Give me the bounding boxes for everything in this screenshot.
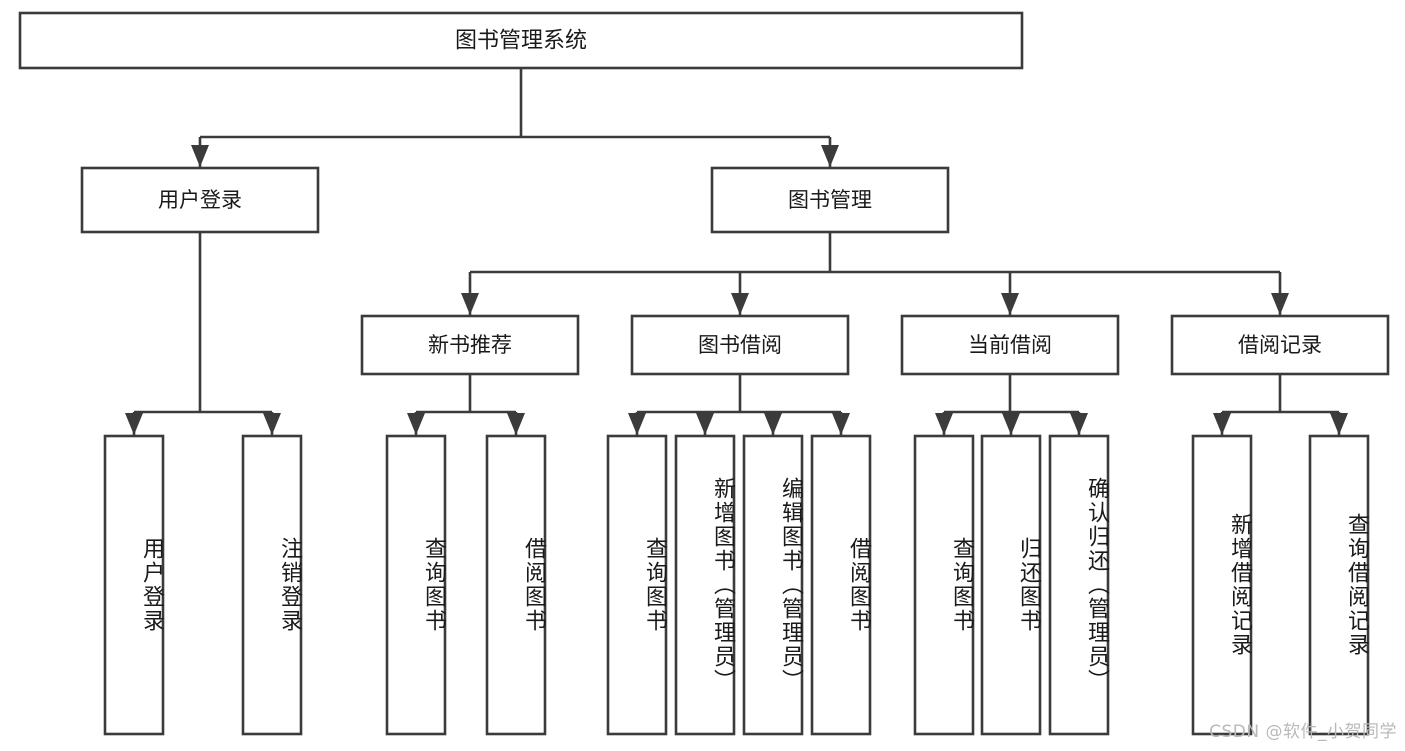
node-new-book-rec[interactable]: 新书推荐 bbox=[360, 314, 580, 376]
arrow-head-icon bbox=[1271, 293, 1289, 315]
node-rect[interactable] bbox=[630, 314, 850, 376]
arrow-head-icon bbox=[1002, 413, 1020, 435]
node-rect[interactable] bbox=[900, 314, 1120, 376]
node-rect[interactable] bbox=[103, 434, 165, 736]
arrow-head-icon bbox=[764, 413, 782, 435]
node-label: 当前借阅 bbox=[968, 333, 1052, 357]
node-rect[interactable] bbox=[1048, 434, 1110, 736]
arrow-head-icon bbox=[507, 413, 525, 435]
arrow-head-icon bbox=[407, 413, 425, 435]
node-rect[interactable] bbox=[742, 434, 804, 736]
node-rect[interactable] bbox=[913, 434, 975, 736]
node-leaf-add-book[interactable] bbox=[674, 434, 736, 736]
node-label: 新书推荐 bbox=[428, 333, 512, 357]
arrow-head-icon bbox=[461, 293, 479, 315]
node-book-borrow[interactable]: 图书借阅 bbox=[630, 314, 850, 376]
node-leaf-query-book-2[interactable] bbox=[606, 434, 668, 736]
node-leaf-query-record[interactable] bbox=[1308, 434, 1370, 736]
arrow-head-icon bbox=[832, 413, 850, 435]
node-rect[interactable] bbox=[80, 166, 320, 234]
arrow-head-icon bbox=[1001, 293, 1019, 315]
arrow-head-icon bbox=[696, 413, 714, 435]
node-label: 图书借阅 bbox=[698, 333, 782, 357]
arrow-head-icon bbox=[821, 145, 839, 167]
arrow-head-icon bbox=[125, 413, 143, 435]
node-rect[interactable] bbox=[980, 434, 1042, 736]
node-leaf-return-book[interactable] bbox=[980, 434, 1042, 736]
arrow-head-icon bbox=[1213, 413, 1231, 435]
node-rect[interactable] bbox=[1170, 314, 1390, 376]
node-leaf-add-record[interactable] bbox=[1191, 434, 1253, 736]
node-root-system[interactable]: 图书管理系统 bbox=[18, 11, 1024, 70]
node-leaf-query-book-3[interactable] bbox=[913, 434, 975, 736]
node-leaf-borrow-book-2[interactable] bbox=[810, 434, 872, 736]
node-leaf-user-login[interactable] bbox=[103, 434, 165, 736]
arrow-head-icon bbox=[935, 413, 953, 435]
watermark-text: CSDN @软件_小贺同学 bbox=[1209, 722, 1397, 742]
node-rect[interactable] bbox=[606, 434, 668, 736]
arrow-head-icon bbox=[191, 145, 209, 167]
node-leaf-edit-book[interactable] bbox=[742, 434, 804, 736]
node-borrow-record[interactable]: 借阅记录 bbox=[1170, 314, 1390, 376]
node-rect[interactable] bbox=[710, 166, 950, 234]
node-label: 图书管理 bbox=[788, 188, 872, 212]
node-rect[interactable] bbox=[18, 11, 1024, 70]
arrow-head-icon bbox=[1070, 413, 1088, 435]
node-rect[interactable] bbox=[385, 434, 447, 736]
node-label: 图书管理系统 bbox=[455, 29, 587, 54]
arrow-head-icon bbox=[731, 293, 749, 315]
arrow-head-icon bbox=[263, 413, 281, 435]
node-leaf-confirm-return[interactable] bbox=[1048, 434, 1110, 736]
arrow-head-icon bbox=[1330, 413, 1348, 435]
node-rect[interactable] bbox=[241, 434, 303, 736]
node-leaf-query-book-1[interactable] bbox=[385, 434, 447, 736]
node-rect[interactable] bbox=[1191, 434, 1253, 736]
node-rect[interactable] bbox=[1308, 434, 1370, 736]
node-leaf-logout[interactable] bbox=[241, 434, 303, 736]
node-label: 借阅记录 bbox=[1238, 333, 1322, 357]
node-rect[interactable] bbox=[360, 314, 580, 376]
node-user-login[interactable]: 用户登录 bbox=[80, 166, 320, 234]
node-leaf-borrow-book-1[interactable] bbox=[485, 434, 547, 736]
node-current-borrow[interactable]: 当前借阅 bbox=[900, 314, 1120, 376]
node-rect[interactable] bbox=[485, 434, 547, 736]
arrow-head-icon bbox=[628, 413, 646, 435]
node-rect[interactable] bbox=[810, 434, 872, 736]
node-label: 用户登录 bbox=[158, 188, 242, 212]
node-rect[interactable] bbox=[674, 434, 736, 736]
node-book-manage[interactable]: 图书管理 bbox=[710, 166, 950, 234]
